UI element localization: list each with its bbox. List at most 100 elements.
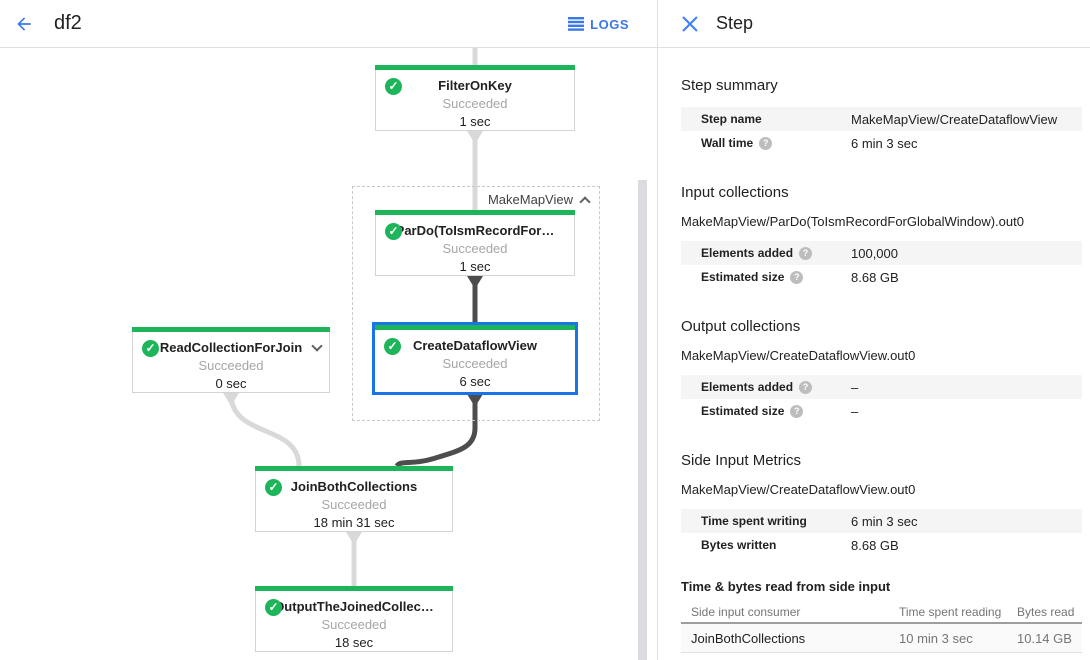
panel-body: Step summary Step name MakeMapView/Creat…	[658, 77, 1090, 653]
table-row: JoinBothCollections 10 min 3 sec 10.14 G…	[681, 624, 1082, 653]
kv-label: Elements added ?	[701, 380, 851, 394]
chevron-up-icon	[579, 195, 591, 208]
node-status: Succeeded	[198, 358, 264, 373]
node-title: ParDo(ToIsmRecordFor…	[395, 223, 555, 238]
check-circle-icon: ✓	[265, 479, 282, 496]
node-time: 18 min 31 sec	[313, 515, 395, 530]
column-header: Side input consumer	[691, 605, 801, 619]
graph-node-joinbothcollections[interactable]: ✓ JoinBothCollections Succeeded 18 min 3…	[255, 466, 453, 532]
bytes-read-cell: 10.14 GB	[1017, 630, 1072, 646]
help-icon[interactable]: ?	[790, 270, 804, 284]
step-summary-heading: Step summary	[681, 77, 778, 94]
kv-value: 100,000	[851, 245, 898, 261]
node-status: Succeeded	[442, 241, 508, 256]
back-arrow-icon	[17, 16, 31, 31]
node-status-bar	[132, 327, 330, 332]
back-button[interactable]	[0, 0, 48, 48]
side-input-metrics-heading: Side Input Metrics	[681, 452, 802, 469]
kv-value: 6 min 3 sec	[851, 135, 918, 151]
node-status: Succeeded	[321, 497, 387, 512]
bytes-written-row: Bytes written 8.68 GB	[681, 533, 1082, 557]
group-label: MakeMapView	[487, 192, 573, 207]
graph-node-pardo-toismrecord[interactable]: ✓ ParDo(ToIsmRecordFor… Succeeded 1 sec	[375, 210, 575, 276]
node-title: JoinBothCollections	[290, 479, 418, 494]
node-title: CreateDataflowView	[412, 338, 538, 353]
job-title: df2	[54, 12, 82, 34]
kv-label: Estimated size ?	[701, 404, 851, 418]
kv-label: Time spent writing	[701, 514, 807, 528]
expand-node-button[interactable]	[311, 340, 323, 358]
side-input-table: Side input consumer Time spent reading B…	[681, 602, 1082, 653]
graph-node-filteronkey[interactable]: ✓ FilterOnKey Succeeded 1 sec	[375, 65, 575, 131]
job-graph-canvas: MakeMapView ✓ FilterOnKey Succeeded 1 se…	[0, 48, 657, 660]
kv-value: –	[851, 379, 859, 395]
side-input-table-heading: Time & bytes read from side input	[681, 579, 891, 594]
elements-added-row: Elements added ? 100,000	[681, 241, 1082, 265]
kv-label: Bytes written	[701, 538, 777, 552]
panel-header: Step	[658, 0, 1090, 48]
node-status-bar	[255, 586, 453, 591]
check-circle-icon: ✓	[142, 340, 159, 357]
group-makemapview: MakeMapView	[352, 186, 600, 421]
table-header-row: Side input consumer Time spent reading B…	[681, 602, 1082, 624]
check-circle-icon: ✓	[385, 78, 402, 95]
node-status: Succeeded	[442, 356, 508, 371]
estimated-size-row: Estimated size ? –	[681, 399, 1082, 423]
input-collections-heading: Input collections	[681, 184, 789, 201]
elements-added-row: Elements added ? –	[681, 375, 1082, 399]
logs-label: LOGS	[590, 16, 629, 32]
node-time: 0 sec	[215, 376, 247, 391]
graph-edges	[223, 48, 483, 586]
node-time: 18 sec	[334, 635, 374, 650]
graph-header: df2 LOGS	[0, 0, 657, 48]
node-status-bar	[375, 325, 575, 330]
check-circle-icon: ✓	[265, 599, 282, 616]
help-icon[interactable]: ?	[790, 404, 804, 418]
help-icon[interactable]: ?	[759, 136, 773, 150]
graph-scrollbar-thumb[interactable]	[638, 180, 647, 660]
close-panel-button[interactable]	[666, 0, 714, 48]
node-status-bar	[375, 210, 575, 215]
help-icon[interactable]: ?	[799, 380, 813, 394]
group-makemapview-toggle[interactable]: MakeMapView	[487, 192, 591, 208]
kv-label: Step name	[701, 112, 762, 126]
node-title: FilterOnKey	[438, 78, 512, 93]
node-time: 1 sec	[459, 114, 491, 129]
kv-value: 8.68 GB	[851, 537, 899, 553]
column-header: Bytes read	[1017, 605, 1075, 619]
close-icon	[682, 15, 698, 32]
check-circle-icon: ✓	[385, 223, 402, 240]
step-details-panel: Step Step summary Step name MakeMapView/…	[657, 0, 1090, 660]
kv-value: 6 min 3 sec	[851, 513, 918, 529]
graph-node-createdataflowview[interactable]: ✓ CreateDataflowView Succeeded 6 sec	[372, 322, 578, 395]
logs-button[interactable]: LOGS	[568, 0, 629, 48]
node-time: 1 sec	[459, 259, 491, 274]
time-spent-reading-cell: 10 min 3 sec	[899, 630, 973, 646]
node-status: Succeeded	[321, 617, 387, 632]
node-title: OutputTheJoinedCollec…	[274, 599, 434, 614]
side-input-consumer-cell: JoinBothCollections	[691, 630, 806, 646]
check-circle-icon: ✓	[384, 338, 401, 355]
wall-time-row: Wall time ? 6 min 3 sec	[681, 131, 1082, 155]
kv-label: Estimated size ?	[701, 270, 851, 284]
column-header: Time spent reading	[899, 605, 1002, 619]
node-status-bar	[375, 65, 575, 70]
node-title: ReadCollectionForJoin	[159, 340, 303, 355]
kv-value: –	[851, 403, 859, 419]
side-input-collection-name: MakeMapView/CreateDataflowView.out0	[681, 482, 916, 497]
node-time: 6 sec	[459, 374, 491, 389]
node-status-bar	[255, 466, 453, 471]
step-name-row: Step name MakeMapView/CreateDataflowView	[681, 107, 1082, 131]
graph-node-outputthejoinedcollection[interactable]: ✓ OutputTheJoinedCollec… Succeeded 18 se…	[255, 586, 453, 652]
graph-node-readcollectionforjoin[interactable]: ✓ ReadCollectionForJoin Succeeded 0 sec	[132, 327, 330, 393]
kv-label: Wall time ?	[701, 136, 851, 150]
chevron-down-icon	[311, 340, 323, 352]
kv-label: Elements added ?	[701, 246, 851, 260]
kv-value: MakeMapView/CreateDataflowView	[851, 111, 1058, 127]
node-status: Succeeded	[442, 96, 508, 111]
help-icon[interactable]: ?	[799, 246, 813, 260]
kv-value: 8.68 GB	[851, 269, 899, 285]
output-collection-name: MakeMapView/CreateDataflowView.out0	[681, 348, 916, 363]
panel-title: Step	[716, 13, 754, 33]
